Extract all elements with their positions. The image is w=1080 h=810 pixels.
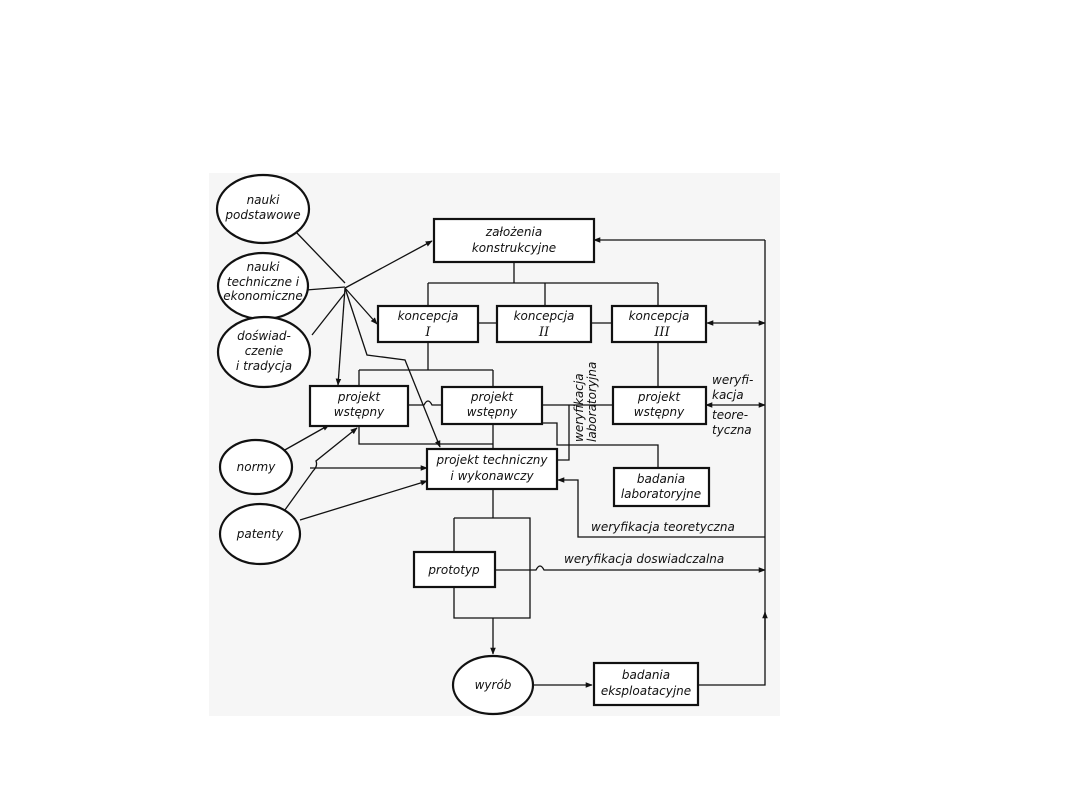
arrow-to-projekt-techniczny-from-inputs <box>344 287 441 448</box>
svg-text:weryfi-: weryfi- <box>712 373 753 387</box>
svg-text:I: I <box>424 325 431 340</box>
svg-text:ekonomiczne: ekonomiczne <box>223 289 303 303</box>
svg-text:założenia: założenia <box>485 225 542 239</box>
svg-text:laboratoryjne: laboratoryjne <box>621 487 701 501</box>
node-badania-laboratoryjne: badania laboratoryjne <box>612 466 711 508</box>
svg-text:projekt: projekt <box>637 390 682 404</box>
svg-text:wstępny: wstępny <box>634 405 685 419</box>
line-loop-left-low <box>453 570 531 619</box>
svg-text:wstępny: wstępny <box>467 405 518 419</box>
svg-text:weryfikacja: weryfikacja <box>572 373 586 442</box>
node-prototyp: prototyp <box>412 550 497 589</box>
svg-text:III: III <box>653 325 670 340</box>
node-patenty: patenty <box>218 502 302 566</box>
svg-text:nauki: nauki <box>247 193 281 207</box>
arrow-doswiadczalna <box>530 565 766 573</box>
node-nauki-techniczne: nauki techniczne i ekonomiczne <box>216 251 310 321</box>
node-nauki-podstawowe: nauki podstawowe <box>215 173 311 245</box>
line-pw1-pw2 <box>408 400 442 406</box>
svg-text:nauki: nauki <box>247 260 281 274</box>
node-koncepcja-1: koncepcja I <box>376 304 480 344</box>
svg-text:projekt techniczny: projekt techniczny <box>436 453 549 467</box>
label-weryfikacja-laboratoryjna: weryfikacja laboratoryjna <box>572 362 599 442</box>
node-wyrob: wyrób <box>451 654 535 716</box>
label-weryfikacja-teoretyczna: weryfikacja teoretyczna <box>591 520 735 534</box>
arrow-to-koncepcja-1 <box>344 287 378 325</box>
svg-text:techniczne i: techniczne i <box>227 275 300 289</box>
arrow-teoretyczna-techniczny <box>557 477 765 538</box>
design-process-diagram: nauki podstawowe nauki techniczne i ekon… <box>215 173 768 716</box>
svg-text:prototyp: prototyp <box>427 563 480 577</box>
svg-text:projekt: projekt <box>337 390 382 404</box>
svg-text:patenty: patenty <box>236 527 284 541</box>
node-koncepcja-3: koncepcja III <box>610 304 708 344</box>
line-pw1-down <box>358 426 493 445</box>
node-projekt-wstepny-2: projekt wstępny <box>440 385 544 426</box>
svg-text:doświad-: doświad- <box>237 329 291 343</box>
svg-text:eksploatacyjne: eksploatacyjne <box>601 684 691 698</box>
node-zalozenia-konstrukcyjne: założenia konstrukcyjne <box>432 217 596 264</box>
svg-text:i wykonawczy: i wykonawczy <box>450 469 534 483</box>
svg-text:projekt: projekt <box>470 390 515 404</box>
svg-text:konstrukcyjne: konstrukcyjne <box>472 241 556 255</box>
arrow-to-zalozenia <box>344 240 433 289</box>
line-doswiadczenie <box>311 292 346 336</box>
svg-text:normy: normy <box>237 460 277 474</box>
svg-text:teore-: teore- <box>712 408 748 422</box>
svg-text:koncepcja: koncepcja <box>398 309 459 323</box>
label-weryfikacja-doswiadczalna: weryfikacja doswiadczalna <box>564 552 724 566</box>
line-nauki-techniczne <box>305 286 346 291</box>
svg-text:wyrób: wyrób <box>475 678 512 692</box>
diagram-scan: nauki podstawowe nauki techniczne i ekon… <box>209 173 780 716</box>
svg-text:laboratoryjna: laboratoryjna <box>585 362 599 442</box>
arrow-to-projekt-wstepny-1 <box>335 287 346 386</box>
node-projekt-wstepny-3: projekt wstępny <box>611 385 708 426</box>
svg-text:badania: badania <box>622 668 670 682</box>
arrow-normy-pw1 <box>282 424 330 452</box>
svg-text:kacja: kacja <box>712 388 744 402</box>
svg-text:koncepcja: koncepcja <box>629 309 690 323</box>
node-normy: normy <box>218 438 294 496</box>
arrow-patenty-techniczny <box>299 480 428 521</box>
line-feedback-column <box>698 240 766 686</box>
svg-text:tyczna: tyczna <box>712 423 752 437</box>
node-doswiadczenie: doświad- czenie i tradycja <box>216 315 312 389</box>
svg-text:II: II <box>538 325 550 340</box>
line-nauki-podstawowe <box>295 231 346 284</box>
line-lab-loop <box>542 422 659 468</box>
svg-text:i tradycja: i tradycja <box>236 359 292 373</box>
node-projekt-techniczny: projekt techniczny i wykonawczy <box>425 447 559 491</box>
arrow-patenty-pw1 <box>281 427 358 515</box>
line-loop-top <box>454 517 531 570</box>
label-weryfikacja-teoretyczna-side: weryfi- kacja teore- tyczna <box>712 373 753 437</box>
svg-text:badania: badania <box>637 472 685 486</box>
svg-text:czenie: czenie <box>245 344 284 358</box>
node-badania-eksploatacyjne: badania eksploatacyjne <box>592 661 700 707</box>
svg-text:podstawowe: podstawowe <box>224 208 300 222</box>
svg-text:wstępny: wstępny <box>334 405 385 419</box>
node-projekt-wstepny-1: projekt wstępny <box>308 384 410 428</box>
svg-text:koncepcja: koncepcja <box>514 309 575 323</box>
node-koncepcja-2: koncepcja II <box>495 304 593 344</box>
